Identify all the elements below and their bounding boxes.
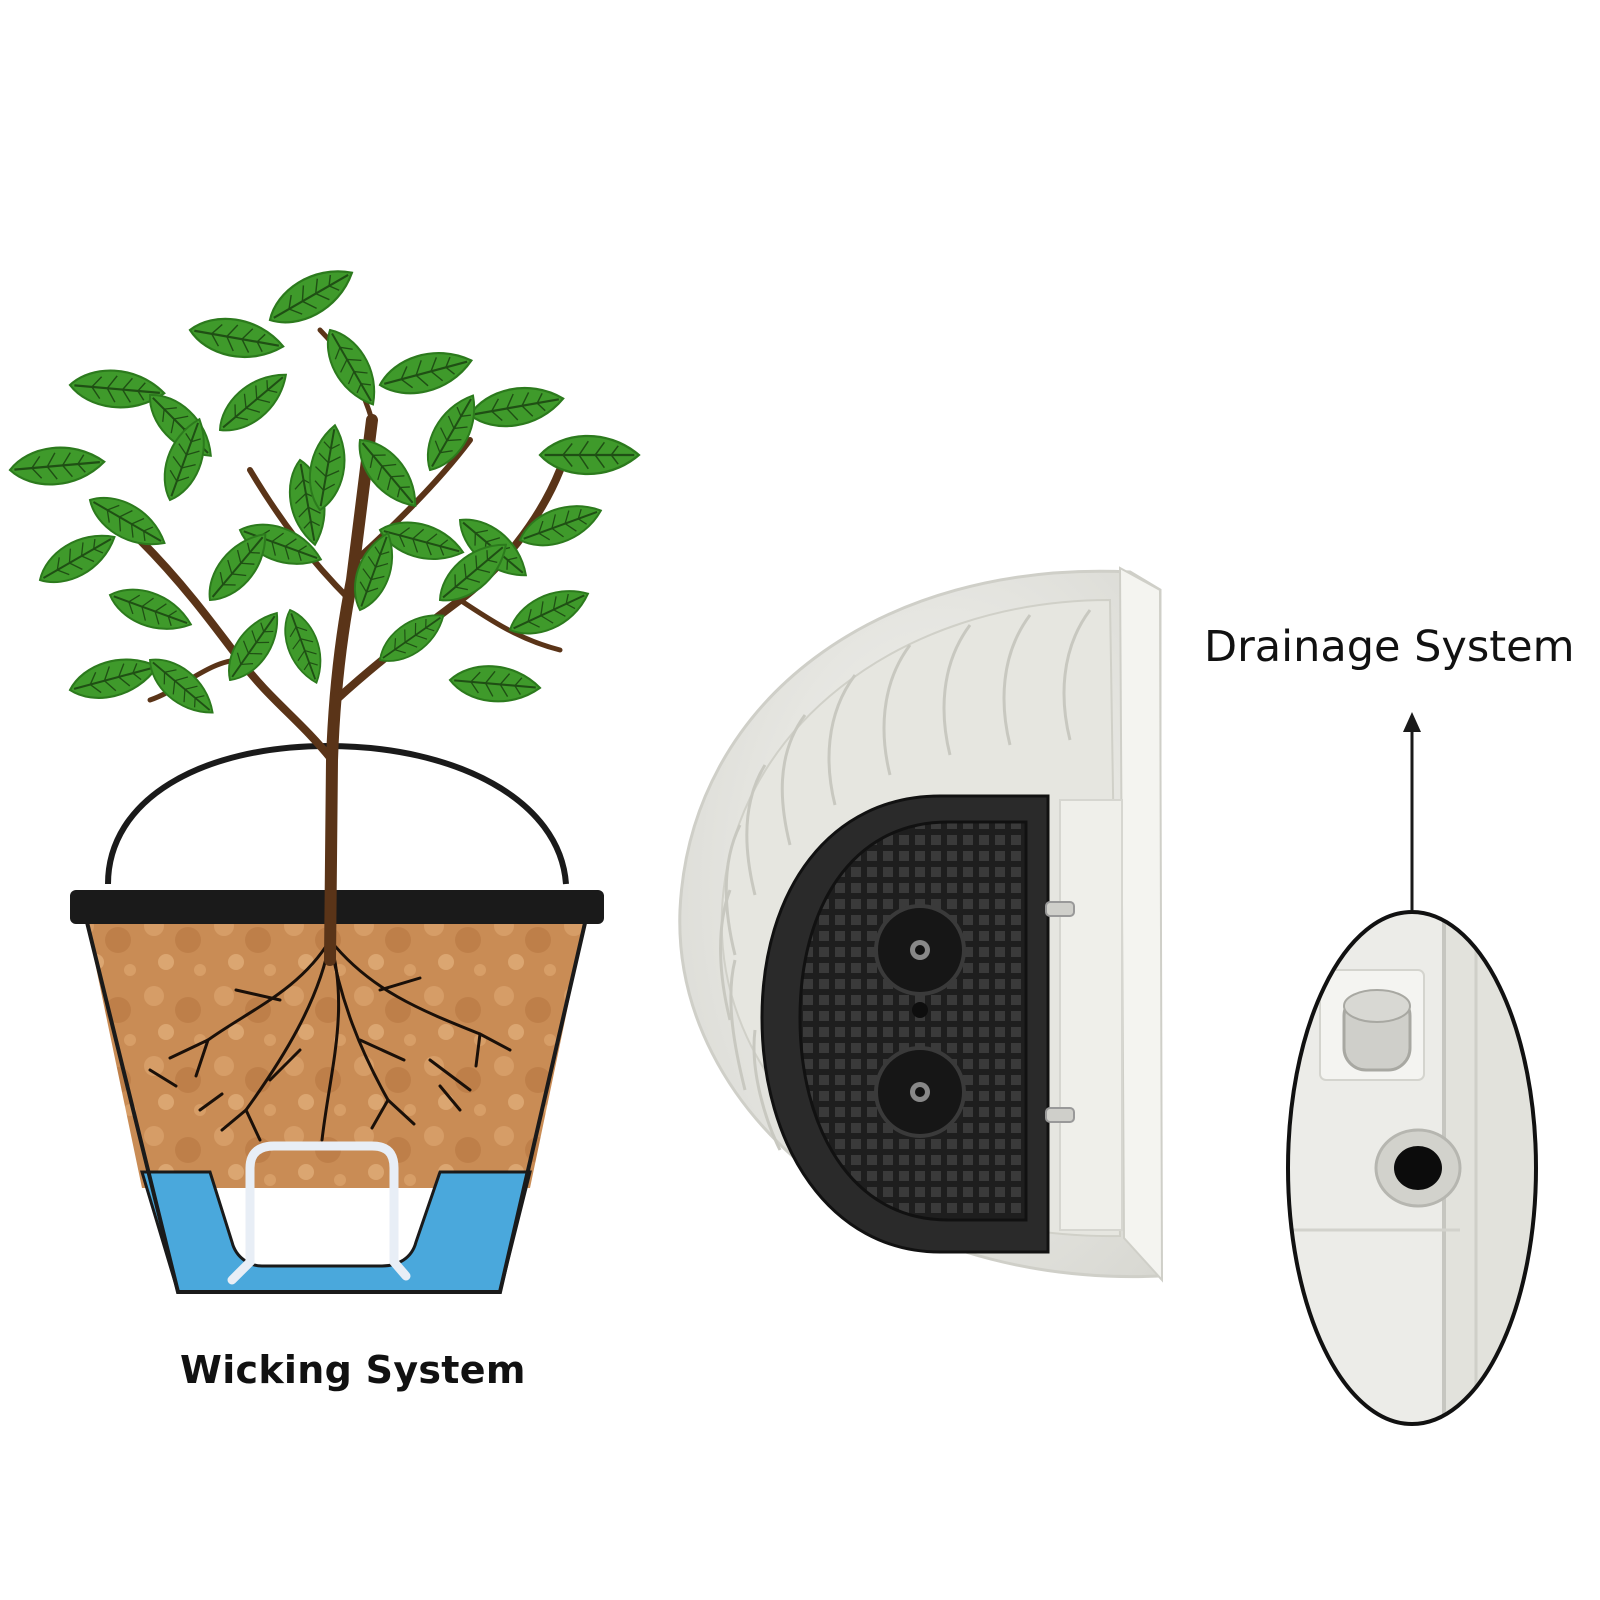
planter-back-panel <box>1059 799 1123 1231</box>
plant-roots <box>148 938 512 1142</box>
water-reservoir <box>139 1170 532 1294</box>
arrow-up-icon <box>1403 712 1421 732</box>
wick-cord <box>227 1141 411 1285</box>
plant-leaves <box>7 255 641 726</box>
drainage-system-label: Drainage System <box>1204 622 1575 672</box>
overflow-peg-bottom <box>1045 1107 1075 1123</box>
drainage-zoom-ellipse <box>1286 910 1538 1426</box>
planter-back-wall <box>1118 566 1164 1283</box>
planter-ribs <box>719 609 1092 1196</box>
overflow-peg-top <box>1045 901 1075 917</box>
wicking-pot-illustration <box>7 255 641 1294</box>
pot-rim <box>70 890 604 924</box>
reservoir-grid <box>798 820 1028 1222</box>
drainage-callout <box>1286 712 1538 1426</box>
planter-photo-illustration <box>678 566 1164 1283</box>
wicking-system-label: Wicking System <box>180 1348 526 1392</box>
